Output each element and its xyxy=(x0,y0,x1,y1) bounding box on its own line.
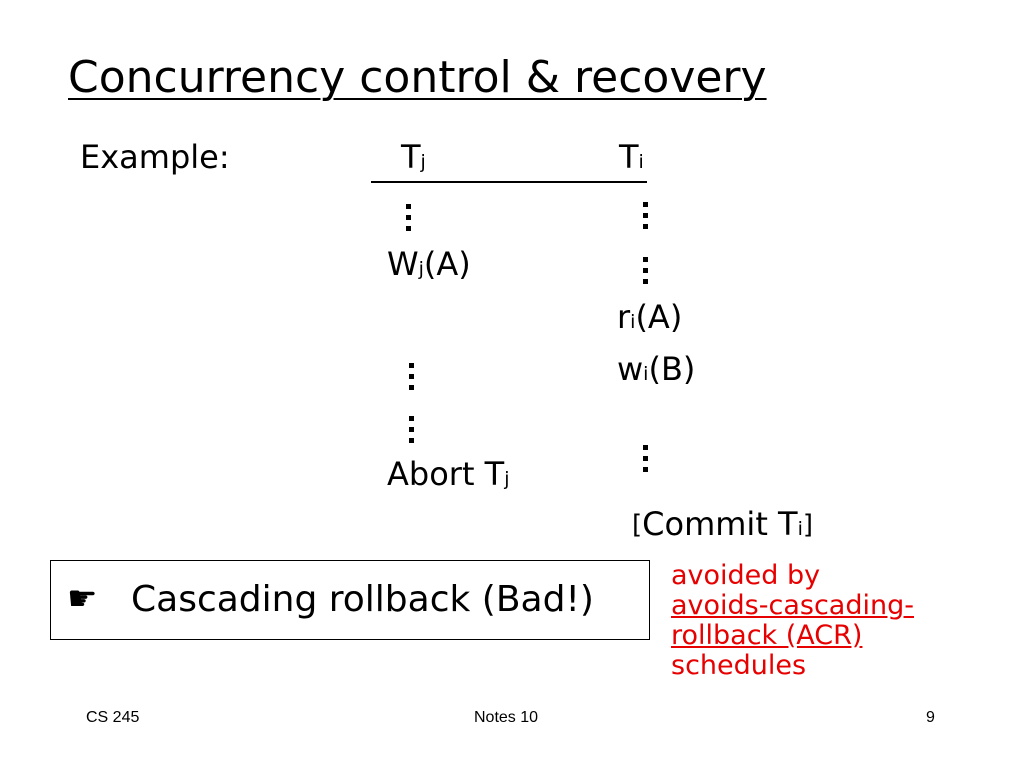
op-abort-main: Abort T xyxy=(387,455,505,493)
op-wi-sub: i xyxy=(643,363,649,385)
commit-close-bracket: ] xyxy=(802,510,814,540)
header-underline xyxy=(371,181,647,183)
footer-notes: Notes 10 xyxy=(474,709,539,726)
op-ri-main: r xyxy=(617,298,631,336)
op-ri-a: ri(A) xyxy=(617,298,682,336)
ellipsis-ti-1 xyxy=(643,202,649,235)
acr-note-line4: schedules xyxy=(671,650,807,681)
ellipsis-tj-2 xyxy=(409,363,415,396)
acr-note-line3: rollback (ACR) xyxy=(671,620,863,651)
op-wj-a: Wj(A) xyxy=(387,245,471,283)
op-wi-tail: (B) xyxy=(648,350,696,388)
ellipsis-ti-3 xyxy=(643,445,649,478)
ellipsis-ti-2 xyxy=(643,257,649,290)
commit-open-bracket: [ xyxy=(632,510,643,540)
op-wi-b: wi(B) xyxy=(617,350,695,388)
acr-note-line2: avoids-cascading- xyxy=(671,590,914,621)
op-abort-sub: j xyxy=(504,468,510,490)
op-ri-sub: i xyxy=(630,311,636,333)
tj-main: T xyxy=(401,138,421,176)
ellipsis-tj-3 xyxy=(409,416,415,449)
pointing-hand-icon: ☛ xyxy=(67,579,98,619)
op-wj-main: W xyxy=(387,245,419,283)
cascading-rollback-box: ☛ Cascading rollback (Bad!) xyxy=(50,560,650,640)
acr-note-line1: avoided by xyxy=(671,560,821,591)
op-abort-tj: Abort Tj xyxy=(387,455,509,493)
op-wj-tail: (A) xyxy=(423,245,471,283)
ellipsis-tj-1 xyxy=(406,204,412,237)
tj-sub: j xyxy=(420,151,426,173)
footer-course: CS 245 xyxy=(86,709,140,726)
op-wi-main: w xyxy=(617,350,644,388)
cascading-rollback-text: Cascading rollback (Bad!) xyxy=(131,579,594,620)
op-ri-tail: (A) xyxy=(635,298,683,336)
op-commit-ti: [Commit Ti] xyxy=(632,505,813,543)
ti-main: T xyxy=(619,138,639,176)
op-wj-sub: j xyxy=(418,258,424,280)
op-commit-main: Commit T xyxy=(642,505,798,543)
ti-sub: i xyxy=(638,151,644,173)
acr-note: avoided by avoids-cascading- rollback (A… xyxy=(671,561,914,681)
footer-page-number: 9 xyxy=(926,709,935,726)
example-label: Example: xyxy=(80,138,230,176)
slide-title: Concurrency control & recovery xyxy=(68,52,767,103)
op-commit-sub: i xyxy=(797,518,803,540)
column-header-ti: Ti xyxy=(619,138,644,176)
column-header-tj: Tj xyxy=(401,138,426,176)
